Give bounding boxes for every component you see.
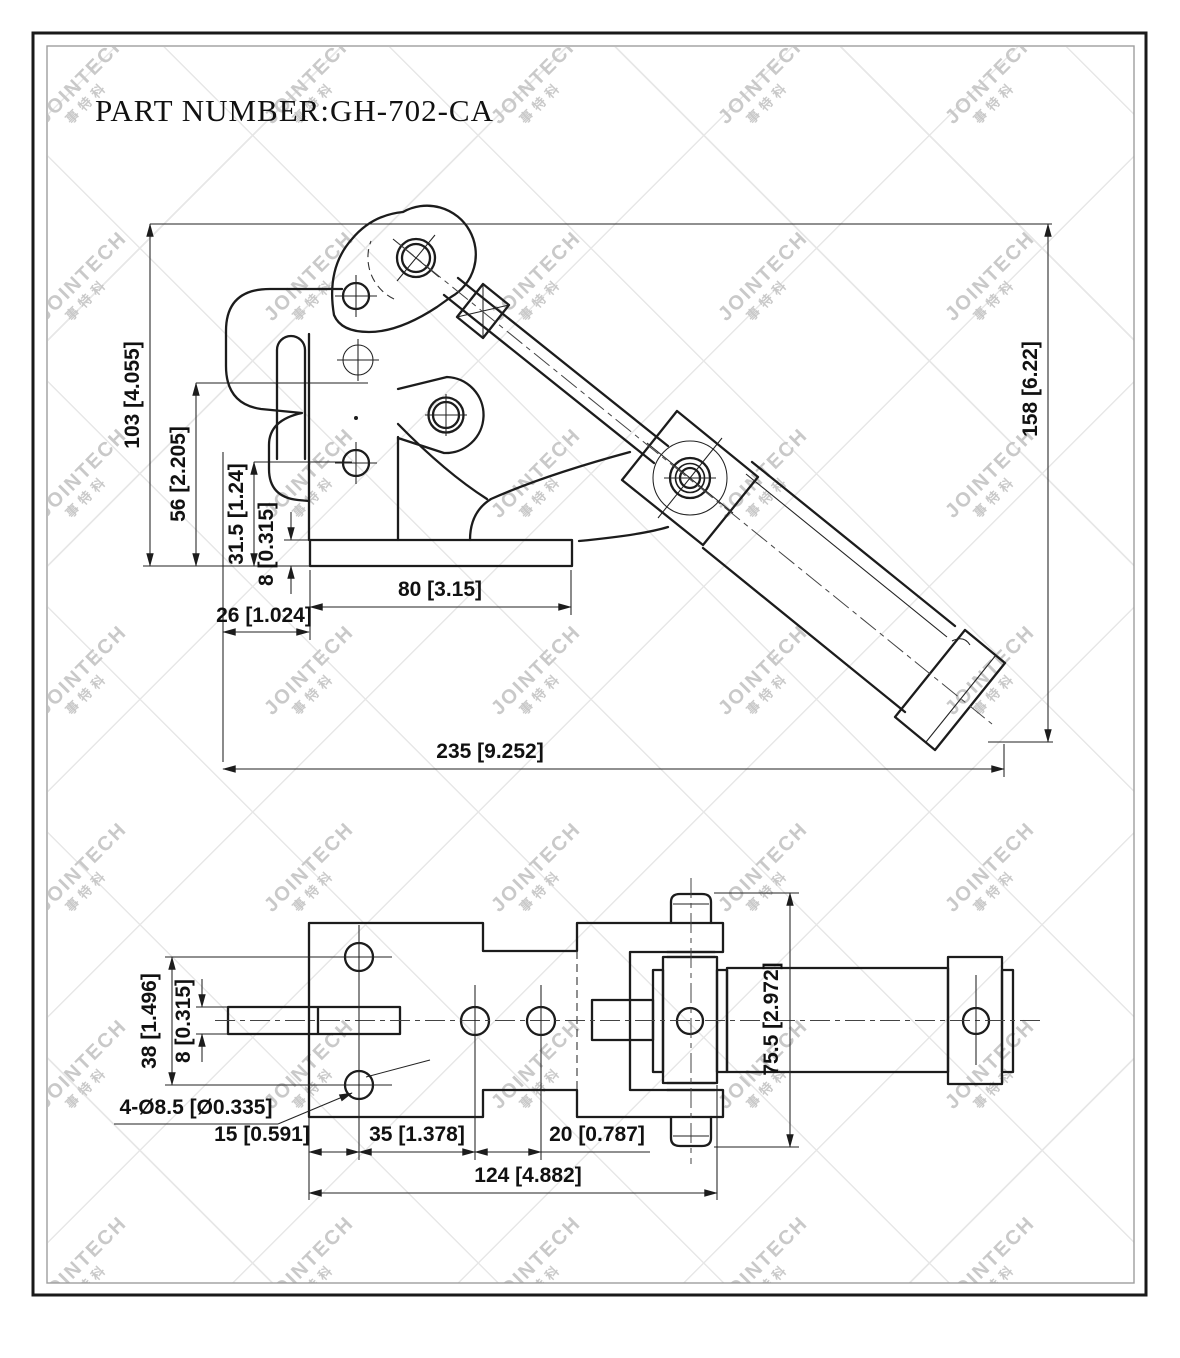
dimension-hole-pitch-1: 35 [1.378] xyxy=(358,1123,476,1156)
svg-text:31.5 [1.24]: 31.5 [1.24] xyxy=(225,463,248,565)
dimension-hook-offset: 26 [1.024] xyxy=(216,604,312,636)
dimension-base-length: 80 [3.15] xyxy=(309,578,572,611)
dimension-shaft-width: 8 [0.315] xyxy=(172,979,206,1063)
svg-text:15 [0.591]: 15 [0.591] xyxy=(214,1123,310,1146)
svg-text:80 [3.15]: 80 [3.15] xyxy=(398,578,482,601)
border-inner xyxy=(46,45,1135,1284)
border-outer xyxy=(31,31,1148,1297)
dimension-base-thickness: 8 [0.315] xyxy=(255,502,295,594)
page-title: PART NUMBER: xyxy=(95,93,330,128)
callout-mounting-holes: 4-Ø8.5 [Ø0.335] xyxy=(114,1059,431,1125)
svg-text:20 [0.787]: 20 [0.787] xyxy=(549,1123,645,1146)
dimension-overall-height: 103 [4.055] xyxy=(121,223,154,567)
dimension-edge-to-hole: 15 [0.591] xyxy=(214,1123,360,1156)
mounting-plate-outline xyxy=(307,921,725,1119)
svg-text:26 [1.024]: 26 [1.024] xyxy=(216,604,312,627)
svg-text:103 [4.055]: 103 [4.055] xyxy=(121,341,144,448)
dimension-clevis-width: 75.5 [2.972] xyxy=(760,892,794,1148)
dimension-hole-pitch-2: 20 [0.787] xyxy=(474,1123,650,1156)
svg-text:38 [1.496]: 38 [1.496] xyxy=(138,973,161,1069)
svg-text:4-Ø8.5 [Ø0.335]: 4-Ø8.5 [Ø0.335] xyxy=(120,1096,273,1119)
dimension-hole-height: 31.5 [1.24] xyxy=(225,461,258,567)
svg-text:8 [0.315]: 8 [0.315] xyxy=(172,979,195,1063)
svg-text:124 [4.882]: 124 [4.882] xyxy=(474,1164,581,1187)
svg-text:235 [9.252]: 235 [9.252] xyxy=(436,740,543,763)
dimension-overall-length: 235 [9.252] xyxy=(222,740,1005,773)
svg-text:56 [2.205]: 56 [2.205] xyxy=(167,426,190,522)
svg-text:75.5 [2.972]: 75.5 [2.972] xyxy=(760,962,783,1075)
dimension-hole-spacing-vertical: 38 [1.496] xyxy=(138,956,176,1086)
dimension-base-to-pivot: 124 [4.882] xyxy=(308,1164,718,1197)
dimension-pivot-height: 56 [2.205] xyxy=(167,382,200,567)
clamp-side-outline xyxy=(224,204,1007,752)
clamp-shaft xyxy=(226,1005,402,1036)
plan-view: 38 [1.496] 8 [0.315] 4-Ø8.5 [Ø0.335] 15 … xyxy=(114,878,1040,1200)
side-view: 103 [4.055] 56 [2.205] 31.5 [1.24] 8 [0.… xyxy=(121,204,1053,777)
part-number: GH-702-CA xyxy=(330,93,494,128)
svg-text:158 [6.22]: 158 [6.22] xyxy=(1019,341,1042,437)
svg-text:35 [1.378]: 35 [1.378] xyxy=(369,1123,465,1146)
svg-text:8 [0.315]: 8 [0.315] xyxy=(255,502,278,586)
dimension-overall-height-right: 158 [6.22] xyxy=(1019,223,1052,743)
